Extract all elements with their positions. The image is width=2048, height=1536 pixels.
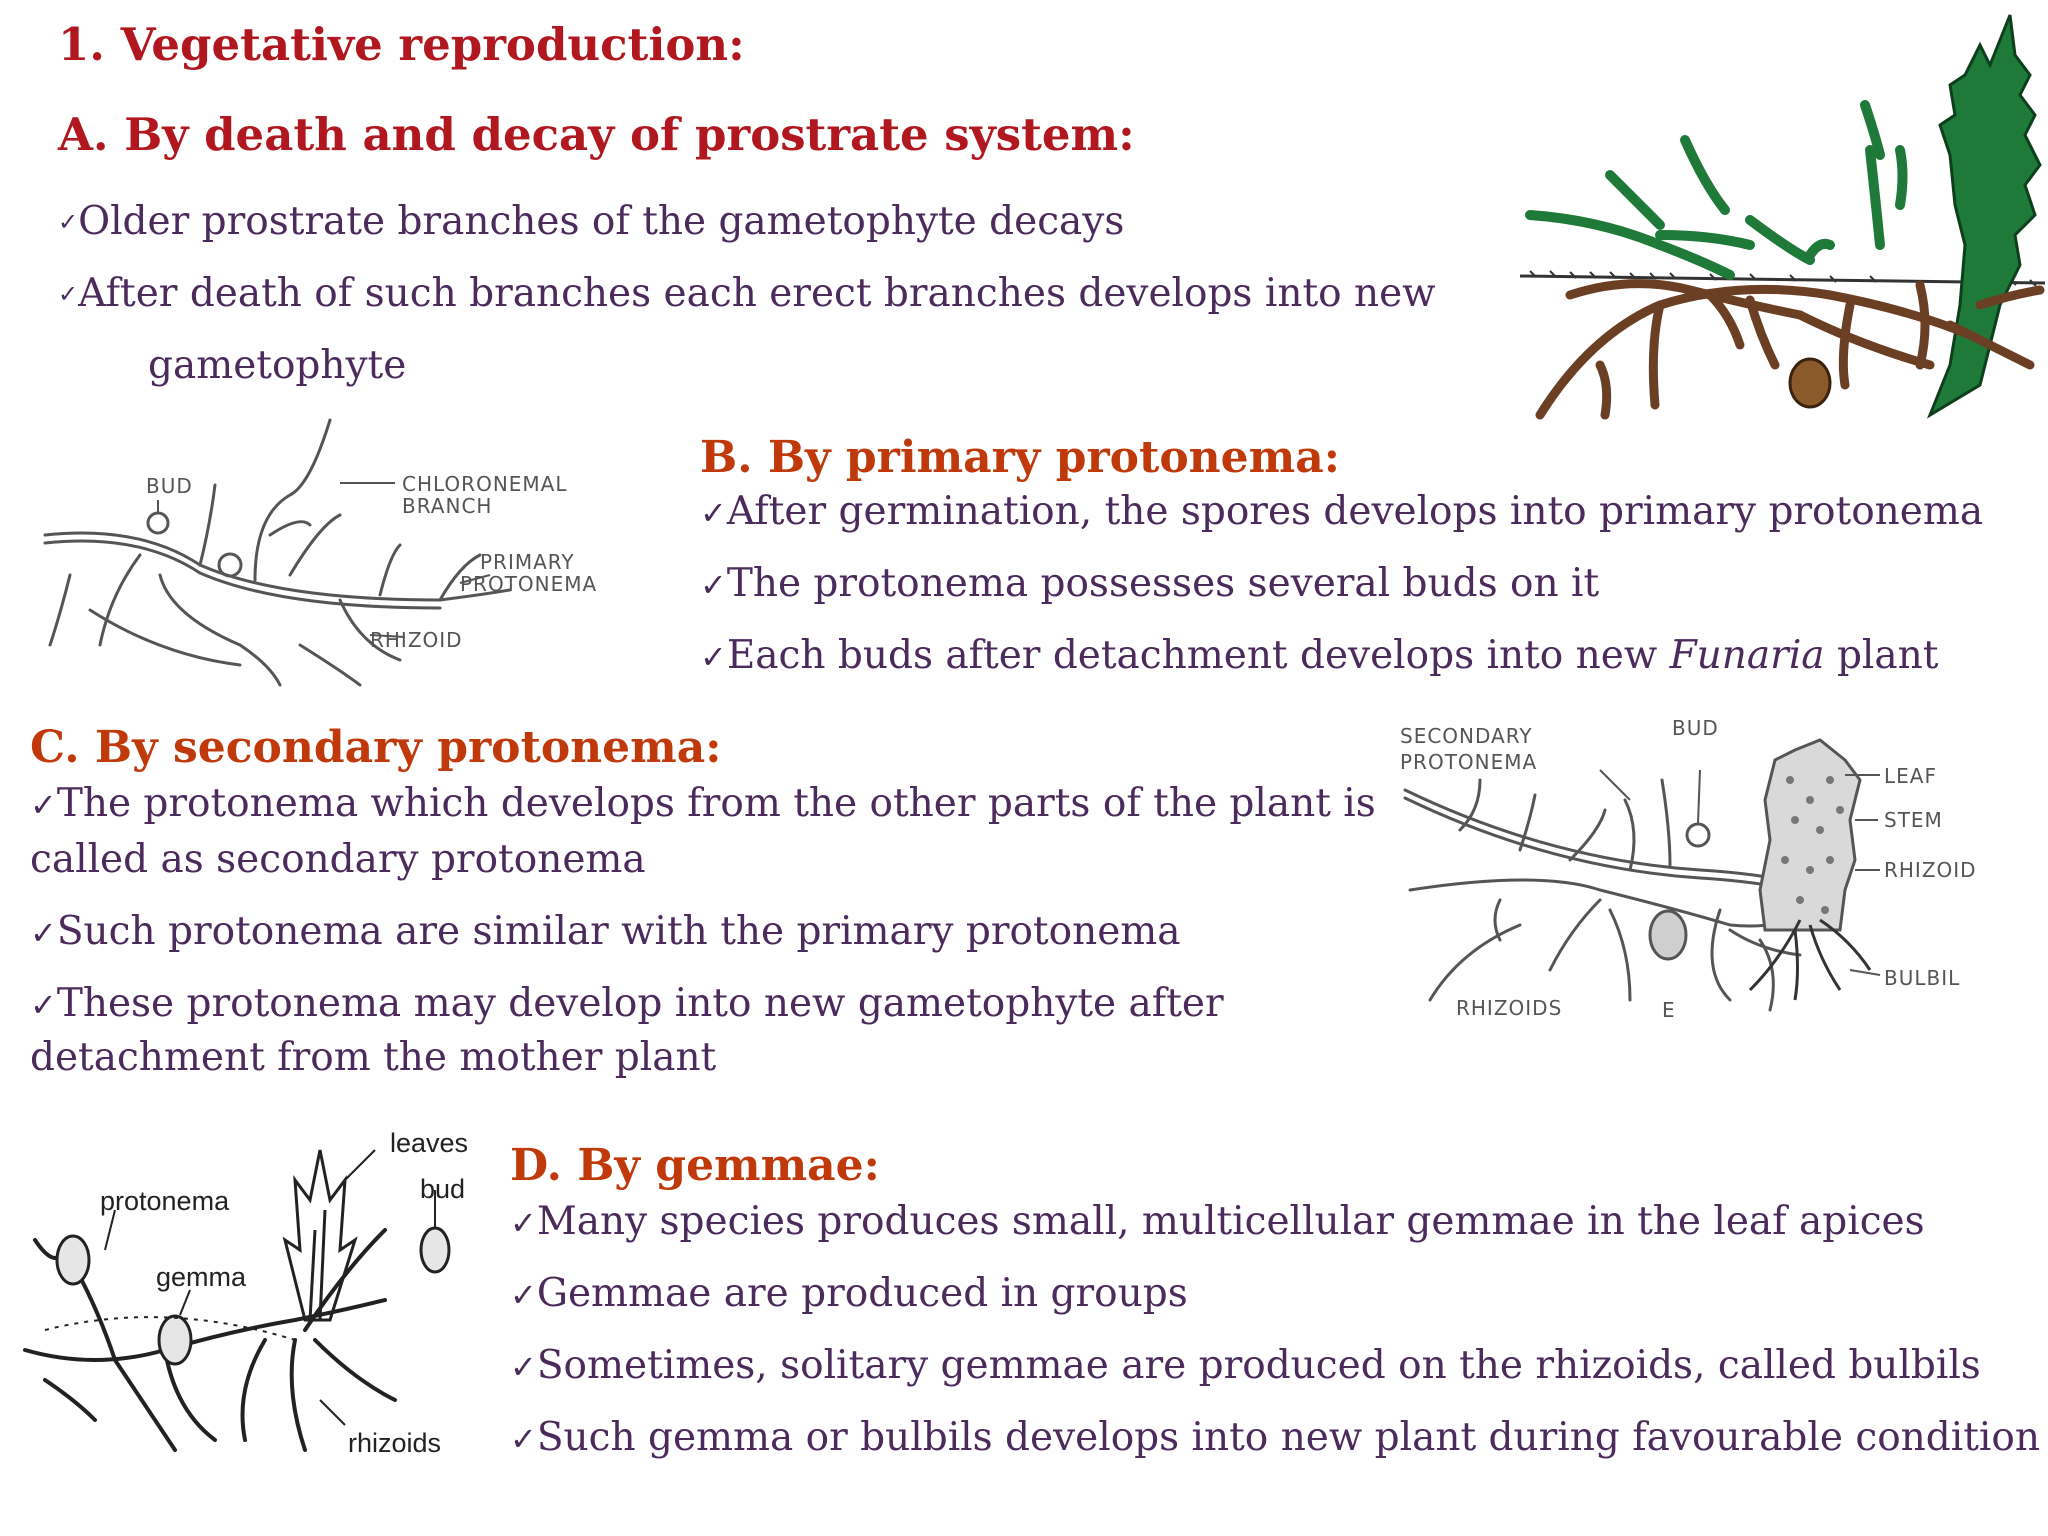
label-sec-rhizoid: RHIZOID	[1884, 858, 1977, 882]
label-gemmae-rhizoids: rhizoids	[348, 1428, 442, 1458]
label-sec-protonema: PROTONEMA	[1400, 750, 1538, 774]
check-icon: ✓	[30, 914, 57, 952]
label-bulbil: BULBIL	[1884, 966, 1961, 990]
section-c-heading: C. By secondary protonema:	[30, 722, 722, 773]
label-branch: BRANCH	[402, 494, 493, 518]
section-a-bullet-1: ✓Older prostrate branches of the gametop…	[58, 194, 1124, 250]
check-icon: ✓	[510, 1348, 537, 1386]
section-c-bullet-2: ✓Such protonema are similar with the pri…	[30, 904, 1181, 961]
label-rhizoid: RHIZOID	[370, 628, 463, 652]
check-icon: ✓	[30, 786, 57, 824]
section-b-bullet-3: ✓Each buds after detachment develops int…	[700, 628, 1938, 685]
label-bud: BUD	[146, 474, 193, 498]
check-icon: ✓	[510, 1420, 537, 1458]
label-chloronemal: CHLORONEMAL	[402, 472, 568, 496]
label-rhizoids: RHIZOIDS	[1456, 996, 1563, 1020]
check-icon: ✓	[58, 280, 79, 308]
label-gemmae-bud: bud	[420, 1174, 466, 1204]
section-a-bullet-2: ✓After death of such branches each erect…	[58, 266, 1436, 322]
secondary-protonema-figure	[1403, 738, 1881, 1012]
section-d-bullet-1: ✓Many species produces small, multicellu…	[510, 1194, 1925, 1251]
section-d-bullet-4: ✓Such gemma or bulbils develops into new…	[510, 1410, 2040, 1467]
label-primary: PRIMARY	[480, 550, 575, 574]
label-leaf: LEAF	[1884, 764, 1937, 788]
label-leaves: leaves	[390, 1128, 469, 1158]
section-c-bullet-1: ✓The protonema which develops from the o…	[30, 776, 1376, 833]
section-c-bullet-3: ✓These protonema may develop into new ga…	[30, 976, 1224, 1033]
section-d-bullet-2: ✓Gemmae are produced in groups	[510, 1266, 1188, 1323]
primary-protonema-figure	[43, 418, 512, 687]
label-gemmae-protonema: protonema	[100, 1186, 230, 1216]
check-icon: ✓	[58, 208, 79, 236]
label-protonema: PROTONEMA	[460, 572, 598, 596]
check-icon: ✓	[700, 566, 727, 604]
page-title: 1. Vegetative reproduction:	[58, 18, 745, 71]
check-icon: ✓	[700, 494, 727, 532]
section-b-heading: B. By primary protonema:	[700, 432, 1340, 483]
section-c-bullet-1-cont: called as secondary protonema	[30, 837, 646, 882]
check-icon: ✓	[510, 1204, 537, 1242]
gemmae-figure	[23, 1149, 451, 1452]
label-secondary: SECONDARY	[1400, 724, 1533, 748]
section-d-heading: D. By gemmae:	[510, 1140, 880, 1191]
label-stem: STEM	[1884, 808, 1943, 832]
label-gemma: gemma	[156, 1262, 247, 1292]
label-sec-bud: BUD	[1672, 716, 1719, 740]
check-icon: ✓	[30, 986, 57, 1024]
section-d-bullet-3: ✓Sometimes, solitary gemmae are produced…	[510, 1338, 1981, 1395]
section-b-bullet-1: ✓After germination, the spores develops …	[700, 484, 1983, 541]
section-a-heading: A. By death and decay of prostrate syste…	[58, 108, 1135, 161]
section-a-bullet-2-cont: gametophyte	[148, 343, 407, 388]
moss-prostrate-figure	[1519, 14, 2046, 420]
check-icon: ✓	[700, 638, 727, 676]
section-c-bullet-3-cont: detachment from the mother plant	[30, 1035, 717, 1080]
label-e: E	[1662, 998, 1676, 1022]
section-b-bullet-2: ✓The protonema possesses several buds on…	[700, 556, 1599, 613]
check-icon: ✓	[510, 1276, 537, 1314]
